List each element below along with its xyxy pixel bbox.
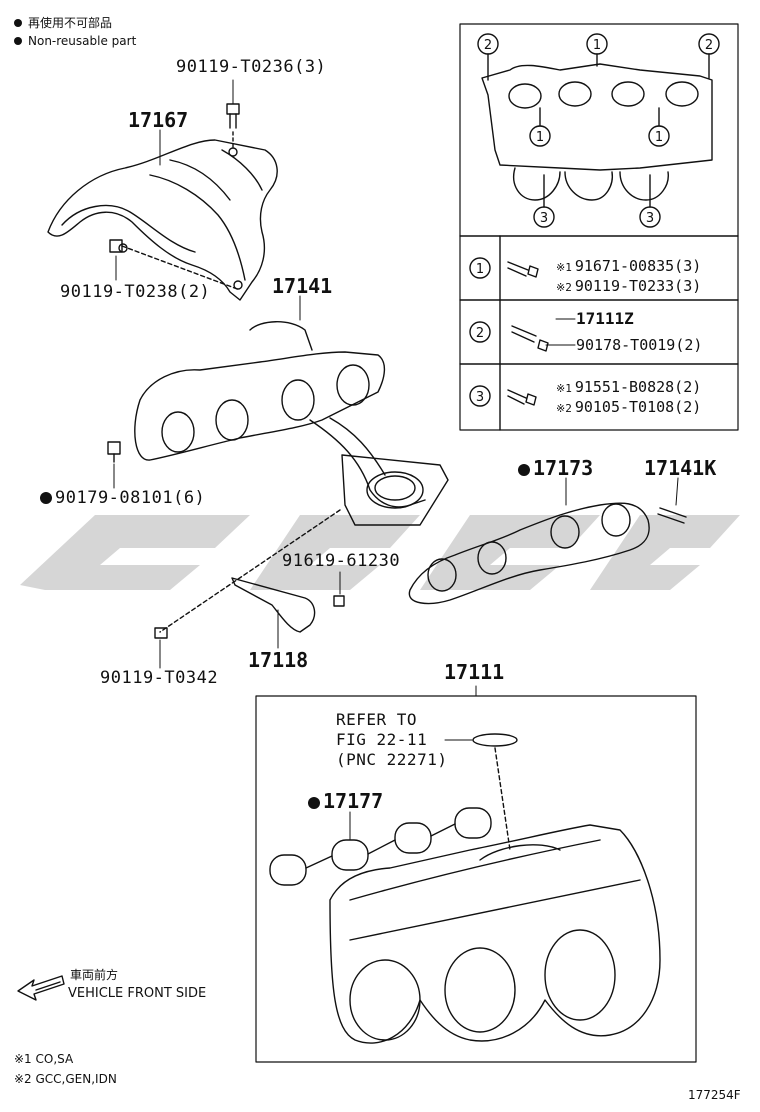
legend-dot-icon — [14, 37, 22, 45]
overview-callout-3a: 3 — [540, 211, 548, 226]
non-reusable-dot-icon — [518, 464, 530, 476]
note-1: ※1 CO,SA — [14, 1052, 74, 1066]
gasket-17173 — [408, 502, 650, 605]
overview-callout-1c: 1 — [655, 130, 663, 145]
legend-jp: 再使用不可部品 — [14, 14, 112, 31]
label-90179-08101: 90179-08101(6) — [40, 488, 205, 508]
label-90119-T0238: 90119-T0238(2) — [60, 282, 211, 302]
bolt-90119-T0236 — [226, 103, 240, 149]
row3-part2: 90105-T0108(2) — [574, 398, 702, 416]
bolt-90119-T0238 — [109, 239, 241, 291]
label-17141K: 17141K — [644, 456, 717, 480]
label-17111: 17111 — [444, 660, 505, 684]
label-90119-T0236: 90119-T0236(3) — [176, 57, 327, 77]
row3-mark2: ※2 — [556, 402, 572, 415]
non-reusable-dot-icon — [40, 492, 52, 504]
stud-17141K — [657, 507, 687, 524]
note-2: ※2 GCC,GEN,IDN — [14, 1072, 117, 1086]
heat-insulator-17167 — [47, 139, 278, 301]
overview-callout-1b: 1 — [536, 130, 544, 145]
label-17177: 17177 — [308, 789, 383, 813]
label-90179-08101-text: 90179-08101(6) — [55, 488, 206, 508]
legend-dot-icon — [14, 19, 22, 27]
row1-number: 1 — [476, 262, 484, 277]
refer-line1: REFER TO — [336, 710, 418, 729]
exhaust-manifold-17141 — [134, 321, 449, 526]
row1-part1: 91671-00835(3) — [574, 257, 702, 275]
overview-callout-1a: 1 — [593, 38, 601, 53]
row3-mark1: ※1 — [556, 382, 572, 395]
direction-en: VEHICLE FRONT SIDE — [68, 986, 207, 1001]
label-17118: 17118 — [248, 648, 309, 672]
bracket-17118 — [154, 509, 345, 639]
figure-id: 177254F — [688, 1088, 741, 1102]
label-17173-text: 17173 — [533, 456, 594, 480]
legend-en-text: Non-reusable part — [28, 34, 137, 48]
callout-numbers: 2 1 2 1 1 3 3 1 2 3 — [476, 38, 713, 405]
label-17177-text: 17177 — [323, 789, 384, 813]
row1-mark1: ※1 — [556, 261, 572, 274]
row3-part1: 91551-B0828(2) — [574, 378, 702, 396]
row3-number: 3 — [476, 390, 484, 405]
row2-part2: 90178-T0019(2) — [576, 336, 703, 354]
watermark — [20, 515, 740, 590]
leader-lines — [113, 79, 679, 841]
label-17141: 17141 — [272, 274, 333, 298]
refer-line3: (PNC 22271) — [336, 750, 448, 769]
row2-number: 2 — [476, 326, 484, 341]
row2-part1: 17111Z — [576, 309, 634, 328]
label-91619-61230: 91619-61230 — [282, 551, 401, 571]
label-17167: 17167 — [128, 108, 189, 132]
label-17173: 17173 — [518, 456, 593, 480]
legend-en: Non-reusable part — [14, 34, 136, 48]
overview-callout-3b: 3 — [646, 211, 654, 226]
front-arrow-icon — [17, 975, 65, 1001]
row1-mark2: ※2 — [556, 281, 572, 294]
non-reusable-dot-icon — [308, 797, 320, 809]
legend-jp-text: 再使用不可部品 — [28, 16, 113, 30]
overview-callout-2b: 2 — [705, 38, 713, 53]
label-90119-T0342: 90119-T0342 — [100, 668, 219, 688]
gasket-17177 — [269, 807, 492, 886]
nut-90179-08101 — [107, 441, 121, 463]
direction-jp: 車両前方 — [70, 968, 119, 982]
row1-part2: 90119-T0233(3) — [574, 277, 702, 295]
intake-manifold-17111 — [255, 695, 697, 1063]
refer-line2: FIG 22-11 — [336, 730, 428, 749]
overview-callout-2a: 2 — [484, 38, 492, 53]
callout-table — [459, 23, 739, 431]
